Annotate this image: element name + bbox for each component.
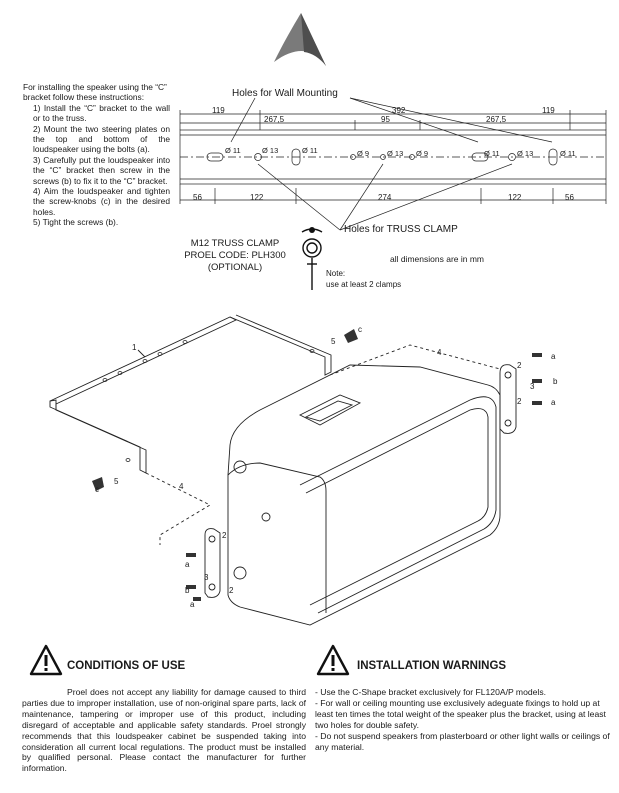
warning-item: - Do not suspend speakers from plasterbo… (315, 730, 610, 752)
part-label: 1 (132, 343, 137, 352)
warnings-list: - Use the C-Shape bracket exclusively fo… (315, 687, 613, 752)
warning-icon (29, 644, 63, 676)
instruction-step: 5) Tight the screws (b). (33, 217, 119, 228)
dim-122-left: 122 (250, 193, 264, 202)
part-label: c (95, 485, 99, 494)
instructions: For installing the speaker using the “C”… (23, 82, 170, 228)
part-label: b (553, 377, 558, 386)
hole-label: Ø 13 (262, 146, 279, 155)
part-label: b (185, 586, 190, 595)
hole-label: Ø 11 (560, 149, 576, 158)
part-label: 2 (229, 586, 234, 595)
instruction-step: 3) Carefully put the loudspeaker into th… (33, 154, 170, 186)
dim-274: 274 (378, 193, 392, 202)
part-label: 2 (222, 531, 227, 540)
instruction-step: 2) Mount the two steering plates on the … (33, 123, 170, 155)
part-label: a (551, 398, 556, 407)
part-label: 3 (530, 382, 535, 391)
hole-label: Ø 11 (225, 146, 241, 155)
part-label: 2 (517, 361, 522, 370)
units-note: all dimensions are in mm (390, 254, 485, 264)
part-label: 5 (331, 337, 336, 346)
conditions-title: CONDITIONS OF USE (67, 660, 186, 672)
dim-119-right: 119 (542, 106, 555, 115)
dim-56-right: 56 (565, 193, 574, 202)
part-label: a (190, 600, 195, 609)
instructions-intro: For installing the speaker using the “C”… (23, 82, 167, 103)
note-title: Note: (326, 269, 346, 278)
clamp-line-2: PROEL CODE: PLH300 (184, 250, 286, 261)
truss-clamp-icon (301, 227, 323, 290)
warning-item: - Use the C-Shape bracket exclusively fo… (315, 687, 547, 697)
proel-logo (274, 13, 326, 66)
bracket-dimension-drawing (179, 97, 607, 231)
part-label: c (358, 325, 362, 334)
hole-label: Ø 13 (387, 149, 404, 158)
part-label: a (185, 560, 190, 569)
warning-icon (316, 644, 350, 676)
hole-label: Ø 9 (416, 149, 429, 158)
truss-holes-label: Holes for TRUSS CLAMP (344, 224, 458, 235)
hole-label: Ø 11 (302, 146, 318, 155)
note-text: use at least 2 clamps (326, 280, 402, 289)
dim-267-left: 267,5 (264, 115, 285, 124)
truss-clamp-title: M12 TRUSS CLAMP PROEL CODE: PLH300 (OPTI… (180, 238, 290, 274)
part-label: a (551, 352, 556, 361)
hole-label: Ø 11 (484, 149, 500, 158)
warning-item: - For wall or ceiling mounting use exclu… (315, 697, 606, 730)
clamp-line-3: (OPTIONAL) (207, 262, 263, 273)
part-label: 4 (179, 482, 184, 491)
conditions-paragraph: Proel does not accept any liability for … (22, 687, 306, 774)
hole-label: Ø 9 (357, 149, 370, 158)
conditions-text: Proel does not accept any liability for … (22, 687, 306, 774)
instruction-step: 4) Aim the loudspeaker and tighten the s… (33, 186, 170, 217)
part-label: 3 (204, 573, 209, 582)
dim-119-left: 119 (212, 106, 225, 115)
dim-56-left: 56 (193, 193, 202, 202)
assembly-drawing (49, 314, 542, 626)
dim-267-right: 267,5 (486, 115, 507, 124)
clamp-line-1: M12 TRUSS CLAMP (190, 238, 280, 249)
part-label: 5 (114, 477, 119, 486)
clamp-note: Note: use at least 2 clamps (326, 268, 401, 290)
warnings-title: INSTALLATION WARNINGS (357, 660, 507, 672)
part-label: 2 (517, 397, 522, 406)
instruction-step: 1) Install the “C” bracket to the wall o… (33, 102, 170, 124)
wall-holes-label: Holes for Wall Mounting (232, 88, 338, 99)
dim-95: 95 (381, 115, 390, 124)
hole-label: Ø 13 (517, 149, 534, 158)
dim-122-right: 122 (508, 193, 522, 202)
dim-392: 392 (392, 106, 406, 115)
part-label: 4 (437, 348, 442, 357)
